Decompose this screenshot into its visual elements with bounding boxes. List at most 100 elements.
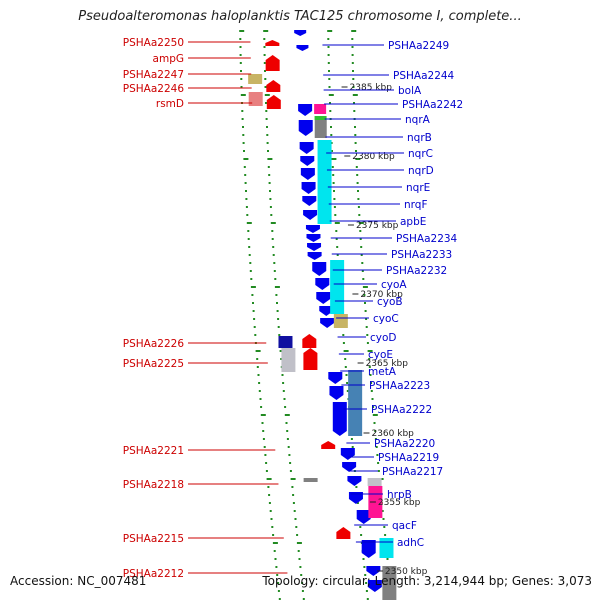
tick-mark — [265, 102, 267, 104]
right-gene-label: nrqF — [404, 199, 428, 211]
tick-mark — [373, 422, 376, 424]
left-gene-label: PSHAa2226 — [123, 338, 185, 350]
tick-mark — [255, 350, 261, 352]
tick-mark — [239, 38, 242, 40]
cog-block — [330, 260, 345, 314]
forward-gene — [367, 580, 382, 592]
tick-mark — [386, 558, 389, 560]
tick-mark — [284, 414, 290, 416]
tick-mark — [271, 238, 274, 240]
tick-mark — [246, 214, 249, 216]
tick-mark — [266, 142, 269, 144]
tick-mark — [354, 142, 357, 144]
tick-mark — [357, 206, 360, 208]
forward-gene — [307, 252, 322, 260]
tick-mark — [271, 230, 274, 232]
tick-mark — [249, 262, 252, 264]
tick-mark — [282, 390, 285, 392]
tick-mark — [244, 182, 247, 184]
tick-mark — [266, 134, 269, 136]
forward-gene — [329, 386, 344, 400]
right-gene-label: nqrD — [408, 165, 434, 177]
tick-mark — [363, 566, 366, 568]
tick-mark — [330, 134, 333, 136]
cog-block — [278, 336, 293, 348]
tick-mark — [356, 182, 359, 184]
tick-mark — [360, 246, 363, 248]
right-gene-label: metA — [368, 366, 397, 378]
ruler-label: 2370 kbp — [360, 290, 403, 300]
tick-mark — [265, 470, 268, 472]
forward-gene — [305, 225, 320, 233]
tick-mark — [356, 502, 359, 504]
right-gene-label: cyoD — [370, 332, 397, 344]
tick-mark — [333, 206, 336, 208]
forward-gene — [361, 540, 376, 558]
tick-mark — [354, 134, 357, 136]
tick-mark — [263, 446, 266, 448]
tick-mark — [265, 462, 268, 464]
forward-gene — [296, 45, 309, 51]
tick-mark — [275, 566, 278, 568]
tick-mark — [281, 374, 284, 376]
tick-mark — [302, 598, 305, 600]
right-gene-label: nqrA — [405, 114, 431, 126]
tick-mark — [361, 270, 364, 272]
tick-mark — [372, 414, 378, 416]
tick-mark — [244, 174, 247, 176]
left-gene-label: PSHAa2246 — [123, 83, 185, 95]
forward-gene — [307, 243, 322, 251]
tick-mark — [266, 126, 268, 128]
right-gene-label: PSHAa2232 — [386, 265, 447, 277]
forward-gene — [342, 462, 357, 472]
tick-mark — [342, 342, 345, 344]
cog-block — [314, 120, 327, 138]
tick-mark — [273, 550, 276, 552]
left-gene-label: PSHAa2215 — [123, 533, 184, 545]
tick-mark — [242, 142, 245, 144]
tick-mark — [272, 542, 278, 544]
tick-mark — [331, 150, 333, 152]
right-gene-labels: PSHAa2249PSHAa2244bolAPSHAa2242nqrAnqrBn… — [322, 40, 463, 549]
forward-gene — [298, 104, 313, 116]
gene-features — [248, 30, 397, 600]
reverse-gene — [303, 348, 318, 370]
tick-mark — [346, 390, 349, 392]
tick-mark — [351, 446, 354, 448]
left-gene-label: PSHAa2250 — [123, 37, 184, 49]
reverse-gene — [321, 441, 336, 449]
forward-gene — [319, 306, 334, 316]
right-gene-label: PSHAa2219 — [378, 452, 439, 464]
right-gene-label: apbE — [400, 216, 426, 228]
tick-mark — [351, 46, 354, 48]
tick-mark — [248, 246, 251, 248]
tick-mark — [352, 78, 355, 80]
left-gene-label: ampG — [153, 53, 184, 65]
tick-mark — [262, 430, 265, 432]
ruler-label: 2385 kbp — [350, 83, 393, 93]
forward-gene — [332, 402, 347, 436]
tick-mark — [352, 94, 358, 96]
tick-mark — [242, 126, 244, 128]
tick-mark — [262, 438, 265, 440]
tick-mark — [253, 318, 256, 320]
tick-mark — [292, 494, 295, 496]
tick-mark — [330, 126, 332, 128]
forward-gene — [340, 448, 355, 460]
reverse-gene — [265, 40, 280, 46]
forward-gene — [348, 492, 363, 504]
tick-mark — [260, 406, 263, 408]
left-gene-labels: PSHAa2250ampGPSHAa2247PSHAa2246rsmDPSHAa… — [123, 37, 288, 580]
tick-mark — [335, 238, 338, 240]
left-gene-label: PSHAa2247 — [123, 69, 184, 81]
cog-block — [333, 314, 348, 328]
right-gene-label: bolA — [398, 85, 422, 97]
tick-mark — [336, 254, 339, 256]
tick-mark — [269, 190, 271, 192]
tick-mark — [382, 518, 385, 520]
forward-gene — [315, 278, 330, 290]
left-gene-label: PSHAa2221 — [123, 445, 184, 457]
tick-mark — [258, 390, 261, 392]
forward-gene — [316, 292, 331, 304]
tick-mark — [259, 398, 262, 400]
